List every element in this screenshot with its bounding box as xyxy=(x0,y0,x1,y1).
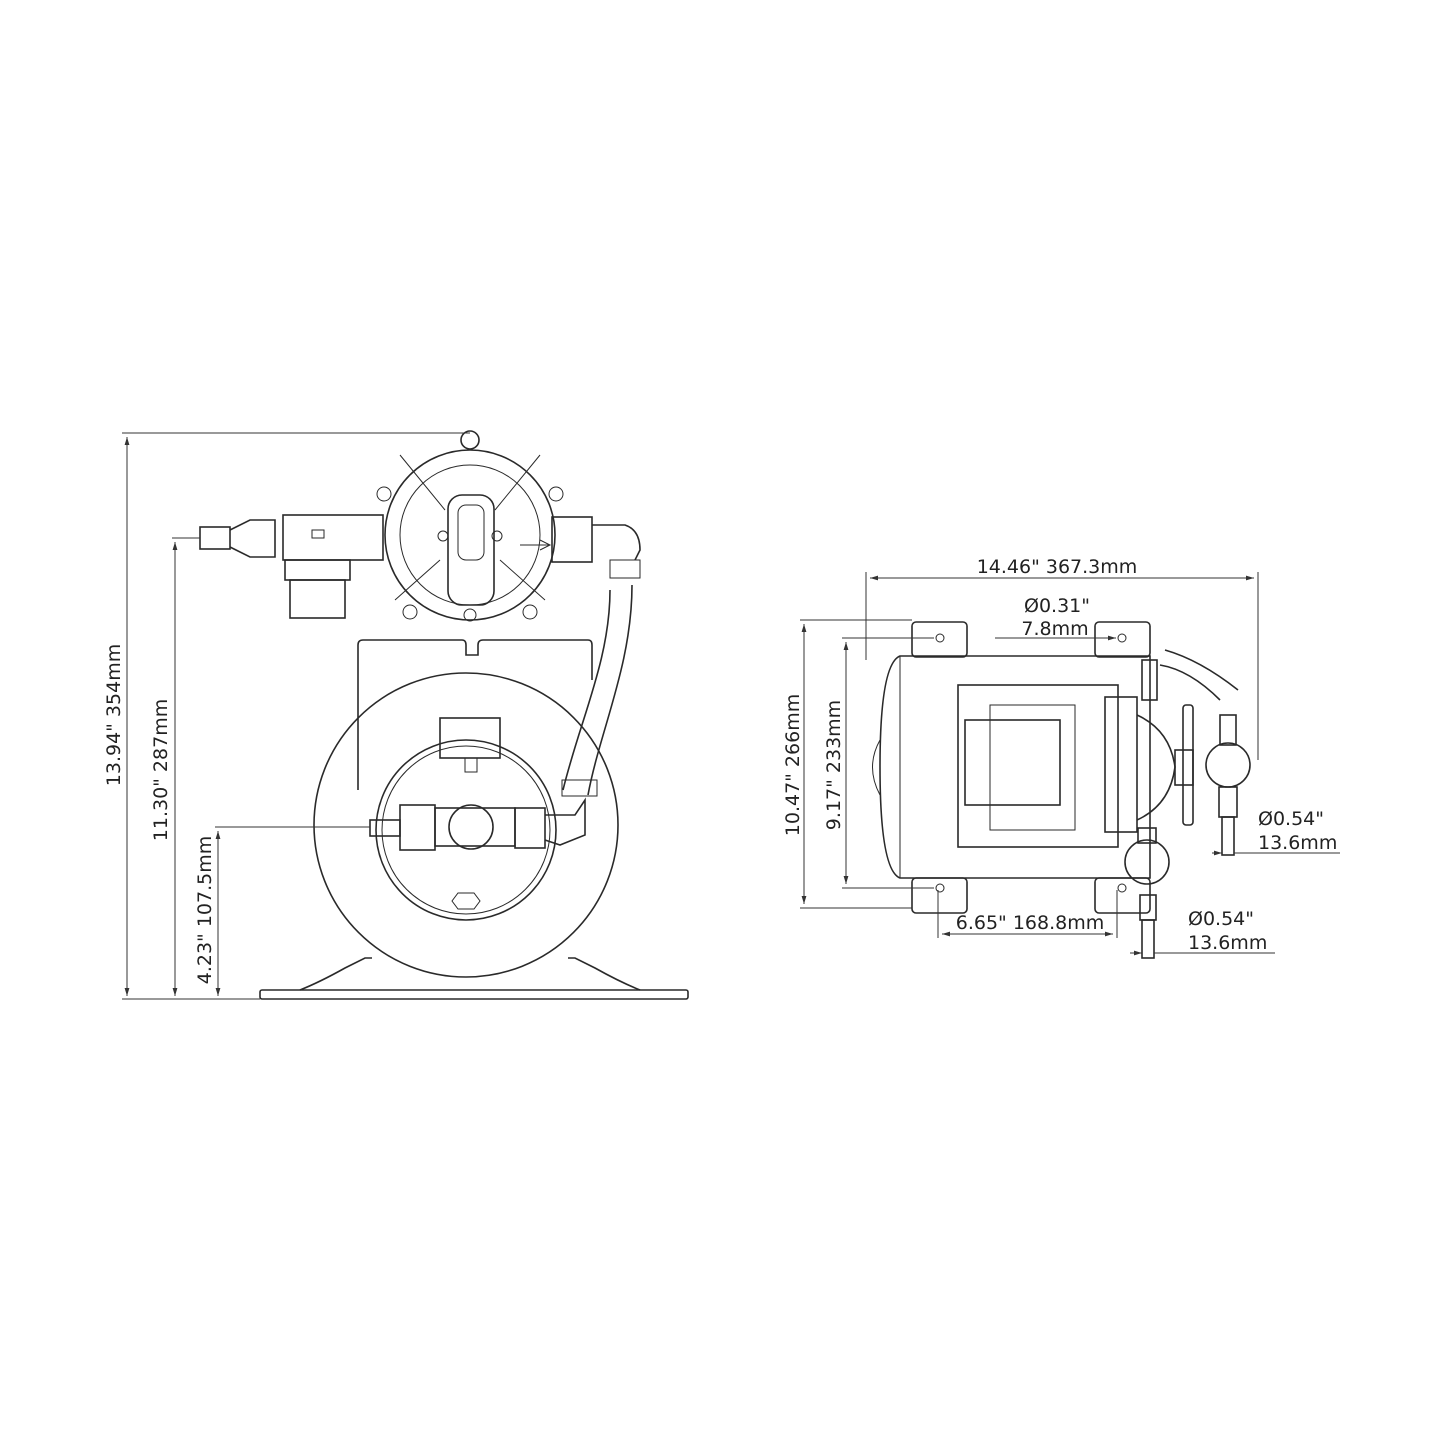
pressure-switch-manifold xyxy=(369,717,586,851)
inlet-port-diameter-mm-label: 13.6mm xyxy=(1258,832,1337,854)
top-view xyxy=(872,621,1251,959)
outlet-port-diameter-in-label: Ø0.54" xyxy=(1188,908,1254,930)
hole-spacing-length-label: 6.65" 168.8mm xyxy=(956,912,1105,934)
tank-body xyxy=(872,655,1151,879)
pump-head-top xyxy=(1104,696,1194,833)
motor-plate xyxy=(957,684,1119,848)
base-plate xyxy=(259,957,689,1000)
top-view-dimensions: 14.46" 367.3mm Ø0.31" 7.8mm 10.47" 266mm… xyxy=(782,556,1340,956)
side-view-dimensions: 13.94" 354mm 11.30" 287mm 4.23" 107.5mm xyxy=(103,432,470,1000)
overall-height-label: 13.94" 354mm xyxy=(103,644,125,786)
mount-hole-diameter-mm-label: 7.8mm xyxy=(1021,618,1088,640)
pressure-tank xyxy=(313,672,619,978)
fittings-top xyxy=(1124,649,1251,959)
hole-spacing-width-label: 9.17" 233mm xyxy=(823,700,845,830)
mount-hole-diameter-in-label: Ø0.31" xyxy=(1024,595,1090,617)
inlet-height-label: 11.30" 287mm xyxy=(150,699,172,841)
overall-length-label: 14.46" 367.3mm xyxy=(977,556,1138,578)
overall-width-label: 10.47" 266mm xyxy=(782,694,804,836)
mounting-bracket xyxy=(357,639,593,790)
outlet-height-label: 4.23" 107.5mm xyxy=(194,836,216,985)
outlet-port-diameter-mm-label: 13.6mm xyxy=(1188,932,1267,954)
inlet-strainer xyxy=(199,514,384,619)
hose xyxy=(561,559,641,797)
side-view xyxy=(199,430,689,1000)
pump-head xyxy=(376,430,641,622)
inlet-port-diameter-in-label: Ø0.54" xyxy=(1258,808,1324,830)
mounting-feet xyxy=(911,621,1151,914)
